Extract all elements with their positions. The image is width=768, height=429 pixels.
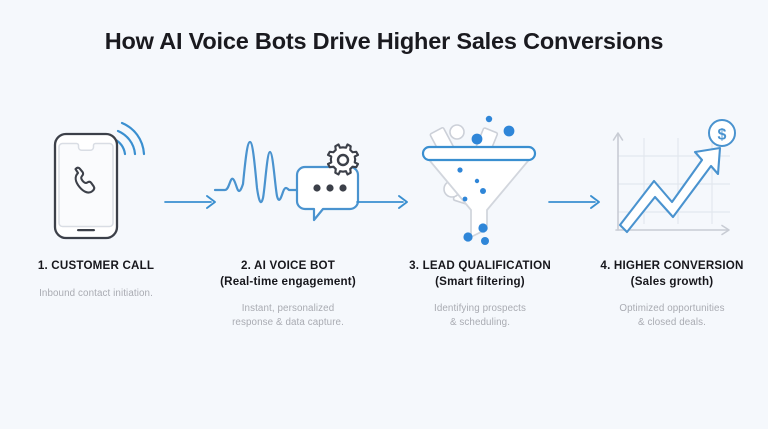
step-label-line2: (Smart filtering): [435, 274, 525, 288]
flow-step-ai-voice-bot: 2. AI VOICE BOT (Real-time engagement) I…: [201, 112, 376, 330]
step-label-line1: 4. HIGHER CONVERSION: [600, 259, 744, 272]
flow-steps: 1. CUSTOMER CALL Inbound contact initiat…: [0, 112, 768, 352]
step-description-line1: Inbound contact initiation.: [39, 287, 153, 299]
step-description: Optimized opportunities & closed deals.: [619, 302, 724, 330]
connector-1: [163, 112, 216, 242]
connector-2: [355, 112, 408, 242]
flow-step-customer-call: 1. CUSTOMER CALL Inbound contact initiat…: [9, 112, 184, 300]
step-label-line1: 1. CUSTOMER CALL: [37, 259, 155, 272]
smartphone-call-icon: [9, 112, 184, 242]
growth-chart-dollar-icon: $: [585, 112, 760, 242]
step-description-line1: Instant, personalized: [241, 303, 335, 315]
arrow-right-icon: [355, 195, 408, 209]
step-label: 3. LEAD QUALIFICATION (Smart filtering): [409, 258, 551, 289]
step-label-line2: (Real-time engagement): [220, 274, 356, 288]
lead-funnel-icon: [393, 112, 568, 245]
arrow-right-icon: [163, 195, 216, 209]
connector-3: [547, 112, 600, 242]
step-description-line2: & scheduling.: [449, 316, 511, 328]
step-label: 2. AI VOICE BOT (Real-time engagement): [220, 258, 356, 289]
arrow-right-icon: [547, 195, 600, 209]
page-title: How AI Voice Bots Drive Higher Sales Con…: [104, 28, 664, 54]
step-label: 1. CUSTOMER CALL: [38, 258, 154, 274]
step-description: Identifying prospects & scheduling.: [434, 302, 526, 330]
step-label-line1: 2. AI VOICE BOT: [240, 259, 336, 272]
svg-text:$: $: [718, 127, 727, 144]
flow-step-higher-conversion: $ 4. HIGHER CONVERSION (Sales growth) Op…: [585, 112, 760, 330]
step-label-line1: 3. LEAD QUALIFICATION: [409, 259, 551, 272]
voice-waveform-chat-gear-icon: [201, 112, 376, 242]
step-description-line2: response & data capture.: [232, 316, 344, 328]
step-description-line2: & closed deals.: [638, 316, 706, 328]
step-description: Inbound contact initiation.: [39, 287, 153, 301]
step-label: 4. HIGHER CONVERSION (Sales growth): [600, 258, 743, 289]
step-description-line1: Identifying prospects: [434, 303, 526, 315]
step-description: Instant, personalized response & data ca…: [232, 302, 344, 330]
flow-step-lead-qualification: 3. LEAD QUALIFICATION (Smart filtering) …: [393, 112, 568, 330]
step-description-line1: Optimized opportunities: [619, 303, 725, 315]
step-label-line2: (Sales growth): [630, 274, 714, 288]
